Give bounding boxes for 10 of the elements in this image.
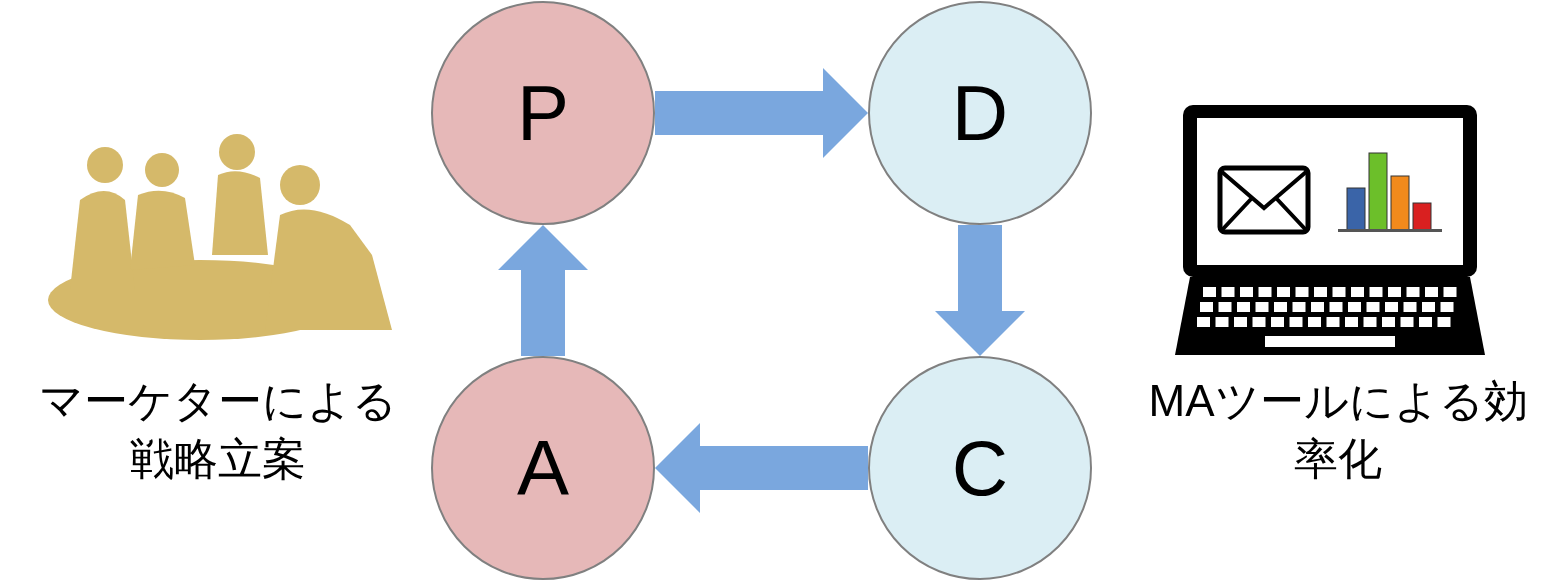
block-arrow — [498, 225, 588, 356]
phase-letter: A — [517, 429, 569, 507]
caption-text: マーケターによる戦略立案 — [38, 375, 398, 485]
block-arrow — [935, 225, 1025, 356]
phase-letter: P — [517, 74, 569, 152]
block-arrow — [655, 423, 868, 513]
block-arrow — [655, 68, 868, 158]
phase-letter: D — [951, 74, 1009, 152]
phase-letter: C — [951, 429, 1009, 507]
caption-text: MAツールによる効率化 — [1147, 375, 1529, 485]
